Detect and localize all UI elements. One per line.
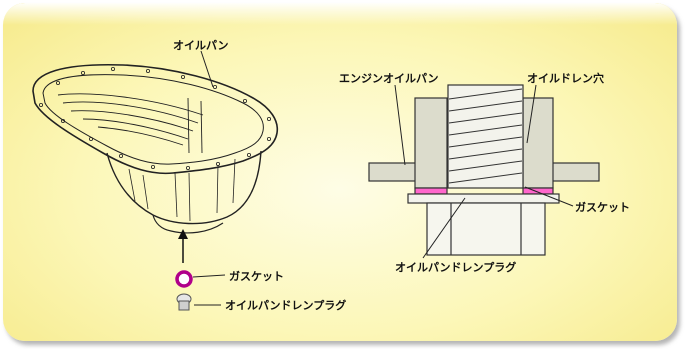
label-drain-plug-left: オイルパンドレンプラグ xyxy=(225,298,346,312)
oil-pan-leader xyxy=(200,50,214,88)
label-drain-hole: オイルドレン穴 xyxy=(527,71,604,85)
label-oil-pan: オイルパン xyxy=(173,39,229,52)
oil-pan-illustration xyxy=(32,63,279,234)
gasket-ring-icon xyxy=(175,270,193,288)
label-drain-plug-right: オイルパンドレンプラグ xyxy=(395,260,516,274)
diagram-canvas: オイルパン ガスケット オイルパンドレンプラグ エンジンオイルパン オイルドレン… xyxy=(32,39,630,312)
label-gasket-right: ガスケット xyxy=(575,200,630,214)
label-engine-oil-pan: エンジンオイルパン xyxy=(339,72,439,85)
drain-plug-icon xyxy=(176,293,192,311)
diagram-card: オイルパン ガスケット オイルパンドレンプラグ エンジンオイルパン オイルドレン… xyxy=(3,3,677,341)
gasket-left-leader xyxy=(192,274,226,278)
drain-cross-section xyxy=(368,84,600,256)
right-leaders xyxy=(394,84,574,259)
label-gasket-left: ガスケット xyxy=(229,269,284,283)
assembly-arrow xyxy=(178,229,188,263)
